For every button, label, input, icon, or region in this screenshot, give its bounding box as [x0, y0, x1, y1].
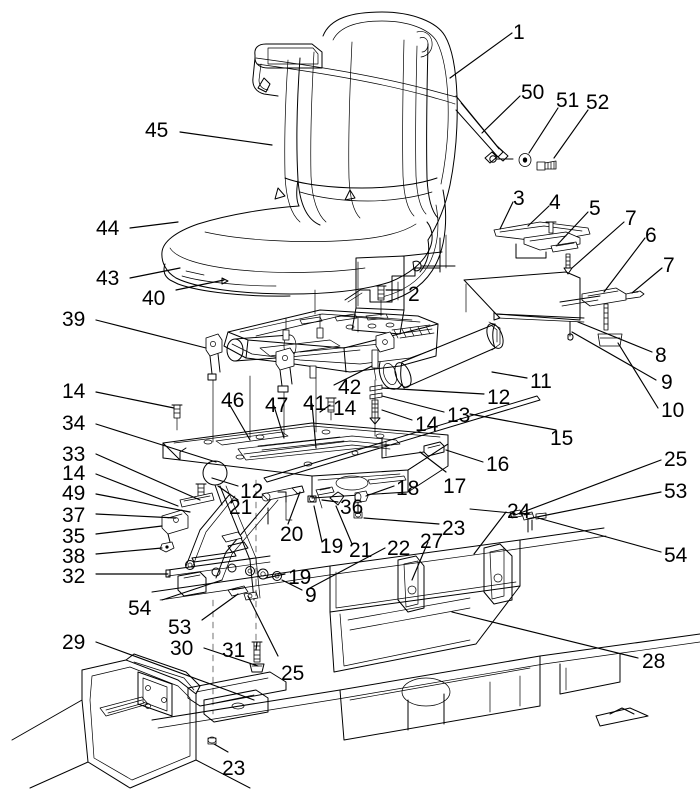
callout-25a: 25 [664, 448, 688, 471]
callout-15: 15 [550, 427, 574, 450]
rod-15-graphic [263, 395, 541, 483]
callout-39: 39 [62, 308, 86, 331]
seat-assembly-graphic [161, 11, 458, 303]
callout-52: 52 [586, 91, 610, 114]
callout-41: 41 [303, 392, 327, 415]
callout-44: 44 [96, 217, 120, 240]
callout-7b: 7 [663, 254, 675, 277]
callout-42: 42 [338, 376, 362, 399]
callout-24: 24 [507, 500, 531, 523]
callout-12b: 12 [240, 480, 264, 503]
callout-19b: 19 [288, 566, 312, 589]
callout-36: 36 [340, 496, 364, 519]
left-linkage-graphic [159, 460, 305, 601]
callout-51: 51 [556, 89, 580, 112]
callout-31: 31 [222, 639, 246, 662]
callout-50: 50 [521, 81, 545, 104]
rear-shield-panel-graphic [351, 251, 581, 335]
callout-19a: 19 [320, 535, 344, 558]
callout-27: 27 [420, 530, 444, 553]
callout-21a: 21 [229, 496, 253, 519]
callout-28: 28 [642, 650, 666, 673]
callout-11: 11 [530, 370, 552, 393]
callout-54b: 54 [664, 544, 688, 567]
callout-3: 3 [513, 187, 525, 210]
callout-34: 34 [62, 412, 86, 435]
callout-8: 8 [655, 344, 667, 367]
bolt-52-graphic [536, 160, 557, 171]
callout-17: 17 [443, 475, 467, 498]
callout-35: 35 [62, 525, 86, 548]
hinge-left [205, 333, 223, 381]
bracket-6-7-graphic [493, 287, 645, 347]
suspension-mechanism-graphic [205, 285, 439, 393]
callout-40: 40 [142, 287, 166, 310]
callout-14d: 14 [62, 462, 86, 485]
callout-2: 2 [408, 283, 420, 306]
callout-6: 6 [645, 224, 657, 247]
callout-54a: 54 [128, 597, 152, 620]
hinge-mid [275, 347, 295, 393]
callout-53a: 53 [664, 480, 688, 503]
fender-graphic [11, 479, 287, 789]
callout-33: 33 [62, 443, 86, 466]
callout-43: 43 [96, 267, 120, 290]
callout-9a: 9 [661, 371, 673, 394]
leader-lines [95, 32, 663, 753]
callout-14c: 14 [415, 413, 439, 436]
callout-23b: 23 [222, 757, 246, 780]
callout-10: 10 [661, 399, 685, 422]
callout-7a: 7 [625, 207, 637, 230]
callout-29: 29 [62, 631, 86, 654]
callout-14b: 14 [333, 397, 357, 420]
callout-14a: 14 [62, 380, 86, 403]
callout-21b: 21 [349, 539, 373, 562]
washer-51-graphic [518, 153, 532, 167]
damper-11-graphic [378, 321, 504, 390]
floor-pan-graphic [151, 508, 700, 741]
callout-12a: 12 [487, 386, 511, 409]
callout-32: 32 [62, 565, 86, 588]
callout-37: 37 [62, 504, 86, 527]
callout-20: 20 [280, 523, 304, 546]
callout-9b: 9 [305, 584, 317, 607]
callout-49: 49 [62, 482, 86, 505]
callout-13: 13 [447, 404, 471, 427]
callout-46: 46 [221, 389, 245, 412]
callout-16: 16 [486, 453, 510, 476]
callout-4: 4 [549, 191, 561, 214]
callout-25b: 25 [281, 662, 305, 685]
hinge-right [375, 331, 395, 353]
callout-45: 45 [145, 119, 169, 142]
seatbelt-strut-graphic [255, 57, 514, 164]
callout-53b: 53 [168, 616, 192, 639]
bracket-3-4-5-graphic [493, 221, 591, 275]
callout-38: 38 [62, 545, 86, 568]
callout-30: 30 [170, 637, 194, 660]
hardware-18-23-36-graphic [307, 486, 369, 519]
callout-23a: 23 [442, 517, 466, 540]
callout-22: 22 [387, 537, 411, 560]
callout-5: 5 [589, 197, 601, 220]
callout-47: 47 [265, 394, 289, 417]
seat-base-plate-graphic [162, 375, 449, 499]
callout-1: 1 [513, 21, 525, 44]
callout-18: 18 [396, 477, 420, 500]
hardware-12-13-14-graphic [171, 384, 383, 499]
pivot-joints [185, 560, 282, 581]
